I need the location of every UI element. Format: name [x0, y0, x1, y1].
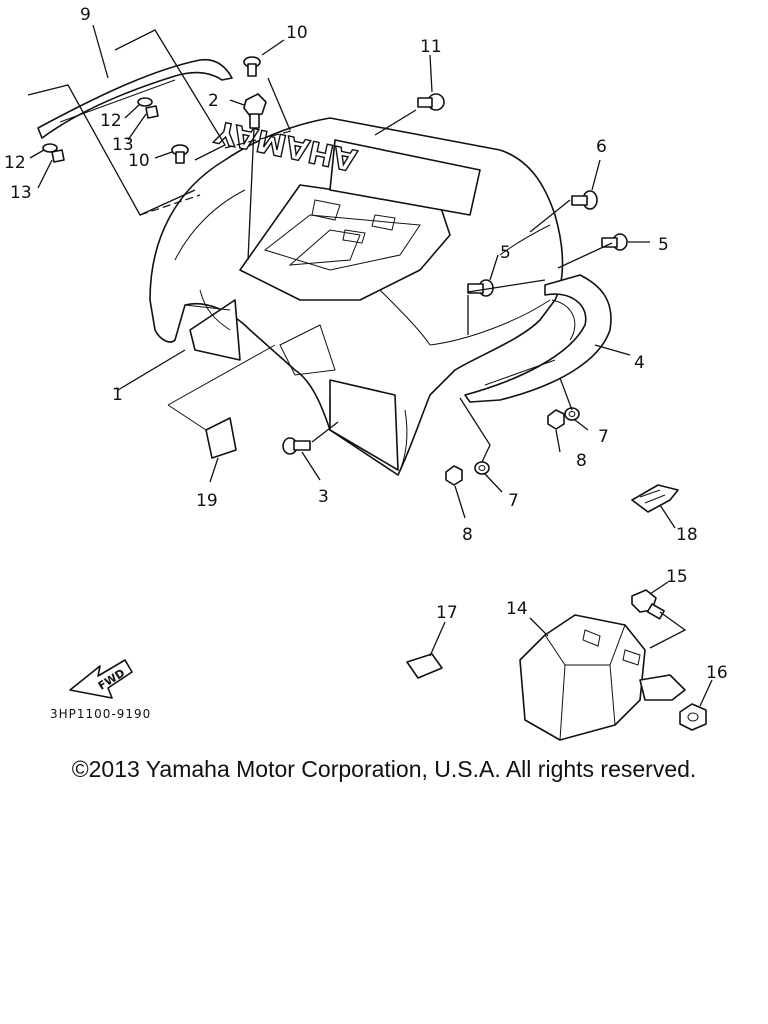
reference-code: 3HP1100-9190: [50, 707, 152, 721]
clip[interactable]: [631, 484, 679, 513]
callout-13-upper: 13: [112, 135, 134, 155]
washer-12-lower[interactable]: [42, 143, 58, 153]
callout-12-lower: 12: [4, 153, 26, 173]
callout-10-upper: 10: [286, 23, 308, 43]
callout-9: 9: [80, 5, 91, 25]
callout-10-lower: 10: [128, 151, 150, 171]
bolt-3[interactable]: [282, 437, 311, 455]
washer-7-upper[interactable]: [564, 407, 580, 421]
callout-12-upper: 12: [100, 111, 122, 131]
grommet-13-upper[interactable]: [145, 105, 159, 119]
rear-fender[interactable]: [149, 117, 564, 476]
bolt-5-right[interactable]: [601, 233, 628, 251]
bolt-2[interactable]: [243, 93, 267, 129]
screw-10-lower[interactable]: [171, 144, 189, 164]
nut-8-lower[interactable]: [445, 465, 463, 486]
callout-5-left: 5: [500, 243, 511, 263]
callout-14: 14: [506, 599, 528, 619]
callout-6: 6: [596, 137, 607, 157]
nut-16[interactable]: [679, 703, 707, 731]
callout-7-upper: 7: [598, 427, 609, 447]
callout-7-lower: 7: [508, 491, 519, 511]
mount-dash-2: [139, 194, 201, 216]
callout-3: 3: [318, 487, 329, 507]
nut-8-upper[interactable]: [547, 409, 565, 430]
callout-4: 4: [634, 353, 645, 373]
callout-16: 16: [706, 663, 728, 683]
fwd-arrow: FWD: [69, 659, 133, 699]
callout-8-upper: 8: [576, 451, 587, 471]
callout-1: 1: [112, 385, 123, 405]
side-cover[interactable]: [37, 58, 233, 139]
rear-flap[interactable]: [464, 274, 612, 403]
bolt-6[interactable]: [571, 190, 598, 210]
callout-17: 17: [436, 603, 458, 623]
parts-diagram: YAMAHA FWD: [4, 5, 728, 741]
callout-19: 19: [196, 491, 218, 511]
callout-13-lower: 13: [10, 183, 32, 203]
bolt-15[interactable]: [631, 589, 665, 620]
label-plate[interactable]: [205, 417, 237, 459]
leader-lines: [29, 24, 713, 707]
mount-dash-1: [224, 129, 296, 149]
side-cover-frame: [114, 29, 226, 161]
copyright-notice: ©2013 Yamaha Motor Corporation, U.S.A. A…: [71, 756, 697, 782]
callout-15: 15: [666, 567, 688, 587]
callout-18: 18: [676, 525, 698, 545]
callout-8-lower: 8: [462, 525, 473, 545]
side-cover-frame-left: [27, 84, 196, 216]
washer-7-lower[interactable]: [474, 461, 490, 475]
callout-2: 2: [208, 91, 219, 111]
screw-10-upper[interactable]: [243, 56, 261, 77]
washer-12-upper[interactable]: [137, 97, 153, 107]
callout-11: 11: [420, 37, 442, 57]
pad[interactable]: [406, 653, 443, 679]
callout-5-right: 5: [658, 235, 669, 255]
grommet-13-lower[interactable]: [51, 149, 65, 163]
bracket[interactable]: [519, 614, 686, 741]
bolt-5-left[interactable]: [467, 279, 494, 297]
bolt-11[interactable]: [417, 93, 445, 111]
